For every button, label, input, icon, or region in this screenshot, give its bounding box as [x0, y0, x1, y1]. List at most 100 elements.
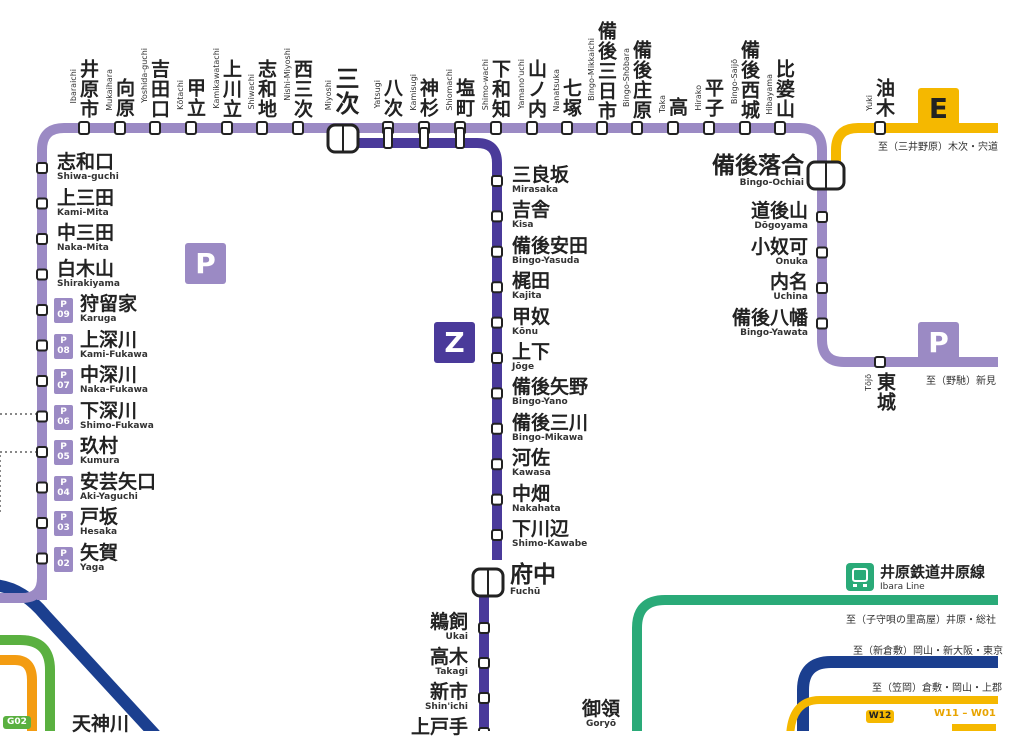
- station-romaji: Kamisugi: [409, 74, 418, 111]
- station-name: 井原市: [77, 59, 99, 119]
- w12-badge: W12: [866, 710, 894, 723]
- station-marker: [221, 121, 233, 135]
- station-tojo-romaji: Tōjō: [864, 374, 873, 391]
- station-marker: [36, 446, 48, 458]
- station-marker: [36, 375, 48, 387]
- station-marker: [292, 121, 304, 135]
- station-label: 上戸手: [410, 716, 468, 738]
- station-marker: [491, 529, 503, 541]
- station-marker: [816, 246, 828, 259]
- w-range-label: W11 – W01: [934, 708, 996, 719]
- p-line-tail: [0, 577, 47, 603]
- station-marker: [491, 316, 503, 329]
- station-name: 八次: [381, 78, 403, 118]
- station-marker: [478, 692, 490, 704]
- z-line: [343, 138, 502, 731]
- to-kamigori-label: 至（笠岡）倉敷・岡山・上郡: [872, 683, 1002, 694]
- train-icon: [846, 563, 874, 591]
- e-line-badge: E: [918, 88, 959, 129]
- station-marker: [596, 121, 608, 135]
- station-romaji: Bingo-Shōbara: [622, 48, 631, 108]
- station-romaji: Yatsugi: [373, 79, 382, 108]
- station-marker: [667, 121, 679, 135]
- station-marker: [491, 458, 503, 471]
- station-marker: [36, 268, 48, 281]
- station-marker: [491, 210, 503, 223]
- station-marker: [383, 127, 393, 149]
- orange-line: [0, 655, 37, 731]
- station-romaji: Yamano'uchi: [517, 58, 526, 110]
- station-romaji: Miyoshi: [324, 79, 333, 110]
- station-marker: [491, 387, 503, 400]
- station-romaji: Shiomachi: [445, 69, 454, 111]
- station-romaji: Kamikawatachi: [212, 48, 221, 109]
- station-name: 向原: [113, 78, 135, 118]
- dotted-connector: [0, 451, 40, 512]
- station-marker: [774, 121, 786, 135]
- station-marker: [419, 127, 429, 149]
- station-marker: [478, 657, 490, 669]
- station-name: 備後庄原: [630, 40, 652, 120]
- station-marker: [478, 622, 490, 634]
- station-marker: [149, 121, 161, 135]
- station-name: 比婆山: [773, 59, 795, 119]
- p-line-badge-left: P: [185, 243, 226, 284]
- station-marker: [36, 233, 48, 245]
- station-romaji: Hirako: [694, 84, 703, 111]
- to-soja-label: 至（子守唄の里高屋）井原・総社: [846, 615, 996, 626]
- z-line-badge: Z: [434, 322, 475, 363]
- station-name: 塩町: [453, 78, 475, 118]
- station-marker: [114, 121, 126, 135]
- station-name: 上川立: [220, 59, 242, 119]
- station-name: 備後三日市: [595, 21, 617, 121]
- station-romaji: Taka: [658, 95, 667, 114]
- station-marker: [491, 245, 503, 258]
- station-marker: [816, 317, 828, 330]
- station-marker: [491, 175, 503, 187]
- station-romaji: Ibaraichi: [69, 69, 78, 104]
- station-name: 志和地: [255, 59, 277, 119]
- station-marker: [703, 121, 715, 135]
- station-marker: [490, 121, 502, 135]
- station-romaji: Hibayama: [765, 74, 774, 115]
- station-marker: [185, 121, 197, 135]
- station-romaji: Shiwachi: [247, 74, 256, 110]
- station-marker: [36, 197, 48, 210]
- yellow-line-right: [786, 696, 998, 731]
- station-name: 高: [666, 97, 688, 117]
- station-marker: [491, 281, 503, 294]
- station-romaji: Bingo-Mikkaichi: [587, 38, 596, 101]
- ibara-line: [632, 595, 998, 731]
- p-line-badge-right: P: [918, 322, 959, 363]
- station-romaji: Yuki: [865, 95, 874, 112]
- g02-badge: G02: [3, 716, 31, 729]
- station-romaji: Bingo-Saijō: [730, 58, 739, 104]
- station-tenjingawa: 天神川: [72, 713, 130, 735]
- station-romaji: Mukaihara: [105, 69, 114, 111]
- station-marker: [631, 121, 643, 135]
